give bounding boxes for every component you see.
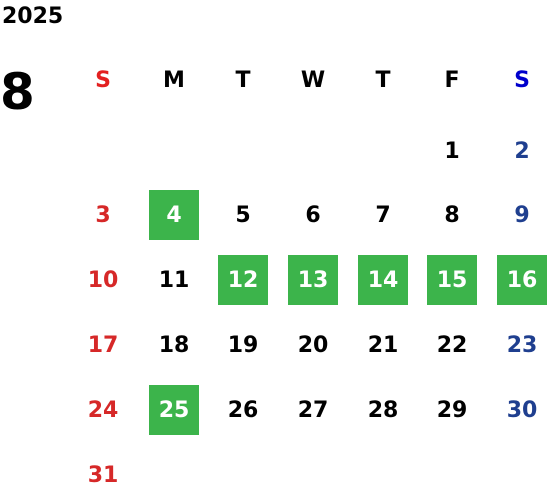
calendar-day[interactable]: 15 (427, 255, 477, 305)
calendar-day[interactable]: 1 (444, 138, 460, 164)
weekday-tue: T (235, 68, 251, 93)
calendar-day[interactable]: 12 (218, 255, 268, 305)
month-number: 8 (0, 63, 35, 121)
calendar-day[interactable]: 21 (367, 332, 399, 358)
calendar-day[interactable]: 27 (297, 397, 329, 423)
weekday-fri: F (444, 68, 460, 93)
calendar-day[interactable]: 31 (87, 462, 119, 488)
weekday-sun: S (95, 68, 111, 93)
weekday-mon: M (163, 68, 185, 93)
calendar-day[interactable]: 19 (227, 332, 259, 358)
calendar-day[interactable]: 4 (149, 190, 199, 240)
calendar-day[interactable]: 22 (436, 332, 468, 358)
weekday-sat: S (514, 68, 530, 93)
calendar-day[interactable]: 18 (158, 332, 190, 358)
calendar-day[interactable]: 9 (514, 202, 530, 228)
calendar-day[interactable]: 5 (235, 202, 251, 228)
weekday-thu: T (375, 68, 391, 93)
calendar-day[interactable]: 11 (158, 267, 190, 293)
calendar-day[interactable]: 2 (514, 138, 530, 164)
calendar-day[interactable]: 24 (87, 397, 119, 423)
year-label: 2025 (2, 4, 64, 29)
calendar-day[interactable]: 29 (436, 397, 468, 423)
calendar-day[interactable]: 14 (358, 255, 408, 305)
calendar-day[interactable]: 13 (288, 255, 338, 305)
calendar-day[interactable]: 17 (87, 332, 119, 358)
calendar-day[interactable]: 10 (87, 267, 119, 293)
weekday-wed: W (300, 68, 326, 93)
calendar-day[interactable]: 26 (227, 397, 259, 423)
calendar-day[interactable]: 3 (95, 202, 111, 228)
calendar-day[interactable]: 20 (297, 332, 329, 358)
calendar-day[interactable]: 6 (305, 202, 321, 228)
calendar-day[interactable]: 16 (497, 255, 547, 305)
calendar-day[interactable]: 8 (444, 202, 460, 228)
calendar-day[interactable]: 28 (367, 397, 399, 423)
calendar-day[interactable]: 23 (506, 332, 538, 358)
calendar-day[interactable]: 25 (149, 385, 199, 435)
calendar-day[interactable]: 7 (375, 202, 391, 228)
calendar-day[interactable]: 30 (506, 397, 538, 423)
